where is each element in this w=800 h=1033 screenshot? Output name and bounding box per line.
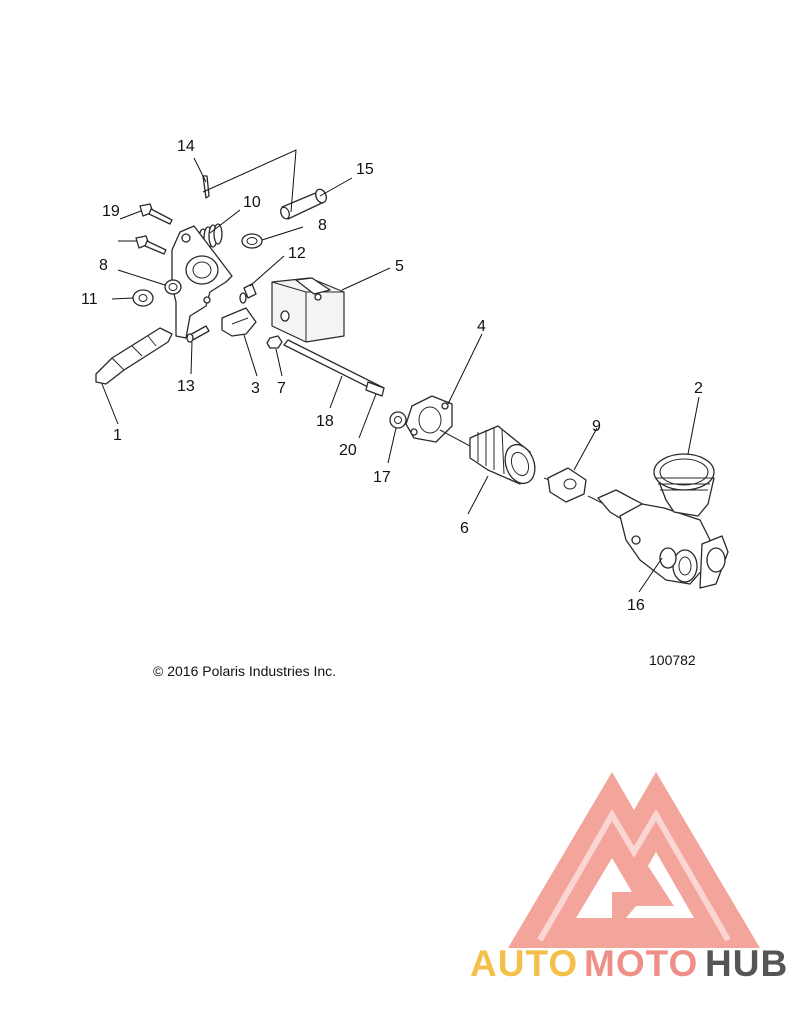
callout-18: 18	[316, 413, 334, 430]
callout-2: 2	[694, 380, 703, 397]
part-washer	[132, 289, 154, 307]
callout-6: 6	[460, 520, 469, 537]
part-clevis-pin	[280, 188, 327, 220]
part-gasket	[405, 395, 453, 443]
callout-9: 9	[592, 418, 601, 435]
part-bushing-lower	[164, 279, 182, 295]
part-bolt-upper	[139, 203, 173, 225]
part-cotter-pin	[202, 175, 210, 199]
automotohub-logo: AUTO MOTO HUB	[470, 772, 788, 984]
part-fitting	[659, 547, 677, 569]
callout-17: 17	[373, 469, 391, 486]
part-bushing-upper	[241, 233, 263, 249]
logo-word-hub: HUB	[705, 943, 788, 984]
callout-20: 20	[339, 442, 357, 459]
callout-4: 4	[477, 318, 486, 335]
part-pushrod	[283, 339, 385, 397]
part-pedal-pad	[95, 327, 173, 385]
part-pedal-arm	[171, 225, 233, 339]
callout-19: 19	[102, 203, 120, 220]
callout-5: 5	[395, 258, 404, 275]
callout-8-upper: 8	[318, 217, 327, 234]
part-pivot-pin	[186, 325, 210, 343]
callout-8-lower: 8	[99, 257, 108, 274]
callout-14: 14	[177, 138, 195, 155]
callout-1: 1	[113, 427, 122, 444]
callout-3: 3	[251, 380, 260, 397]
leader-lines	[101, 149, 700, 593]
callout-16: 16	[627, 597, 645, 614]
callout-7: 7	[277, 380, 286, 397]
callout-15: 15	[356, 161, 374, 178]
callout-labels: 14 15 19 10 8 12 5 8 11 4 2 13 3 7 18 9 …	[81, 138, 703, 614]
logo-word-auto: AUTO	[470, 943, 578, 984]
part-mount-bracket	[271, 277, 345, 343]
callout-13: 13	[177, 378, 195, 395]
logo-triangle-mark	[508, 772, 760, 948]
callout-11: 11	[81, 291, 98, 308]
part-spacer-block	[547, 467, 587, 503]
part-jam-nut	[266, 335, 283, 349]
callout-12: 12	[288, 245, 306, 262]
part-spring-clip	[243, 283, 257, 299]
logo-word-moto: MOTO	[584, 943, 698, 984]
copyright-notice: © 2016 Polaris Industries Inc.	[153, 663, 336, 679]
figure-number: 100782	[649, 652, 696, 668]
logo-inner-stroke	[537, 809, 731, 942]
part-master-cylinder	[597, 453, 729, 589]
callout-10: 10	[243, 194, 261, 211]
part-pushrod-nut	[389, 411, 407, 429]
part-clevis	[221, 292, 257, 337]
part-bolt-lower	[135, 235, 167, 255]
part-rubber-boot	[469, 425, 536, 485]
